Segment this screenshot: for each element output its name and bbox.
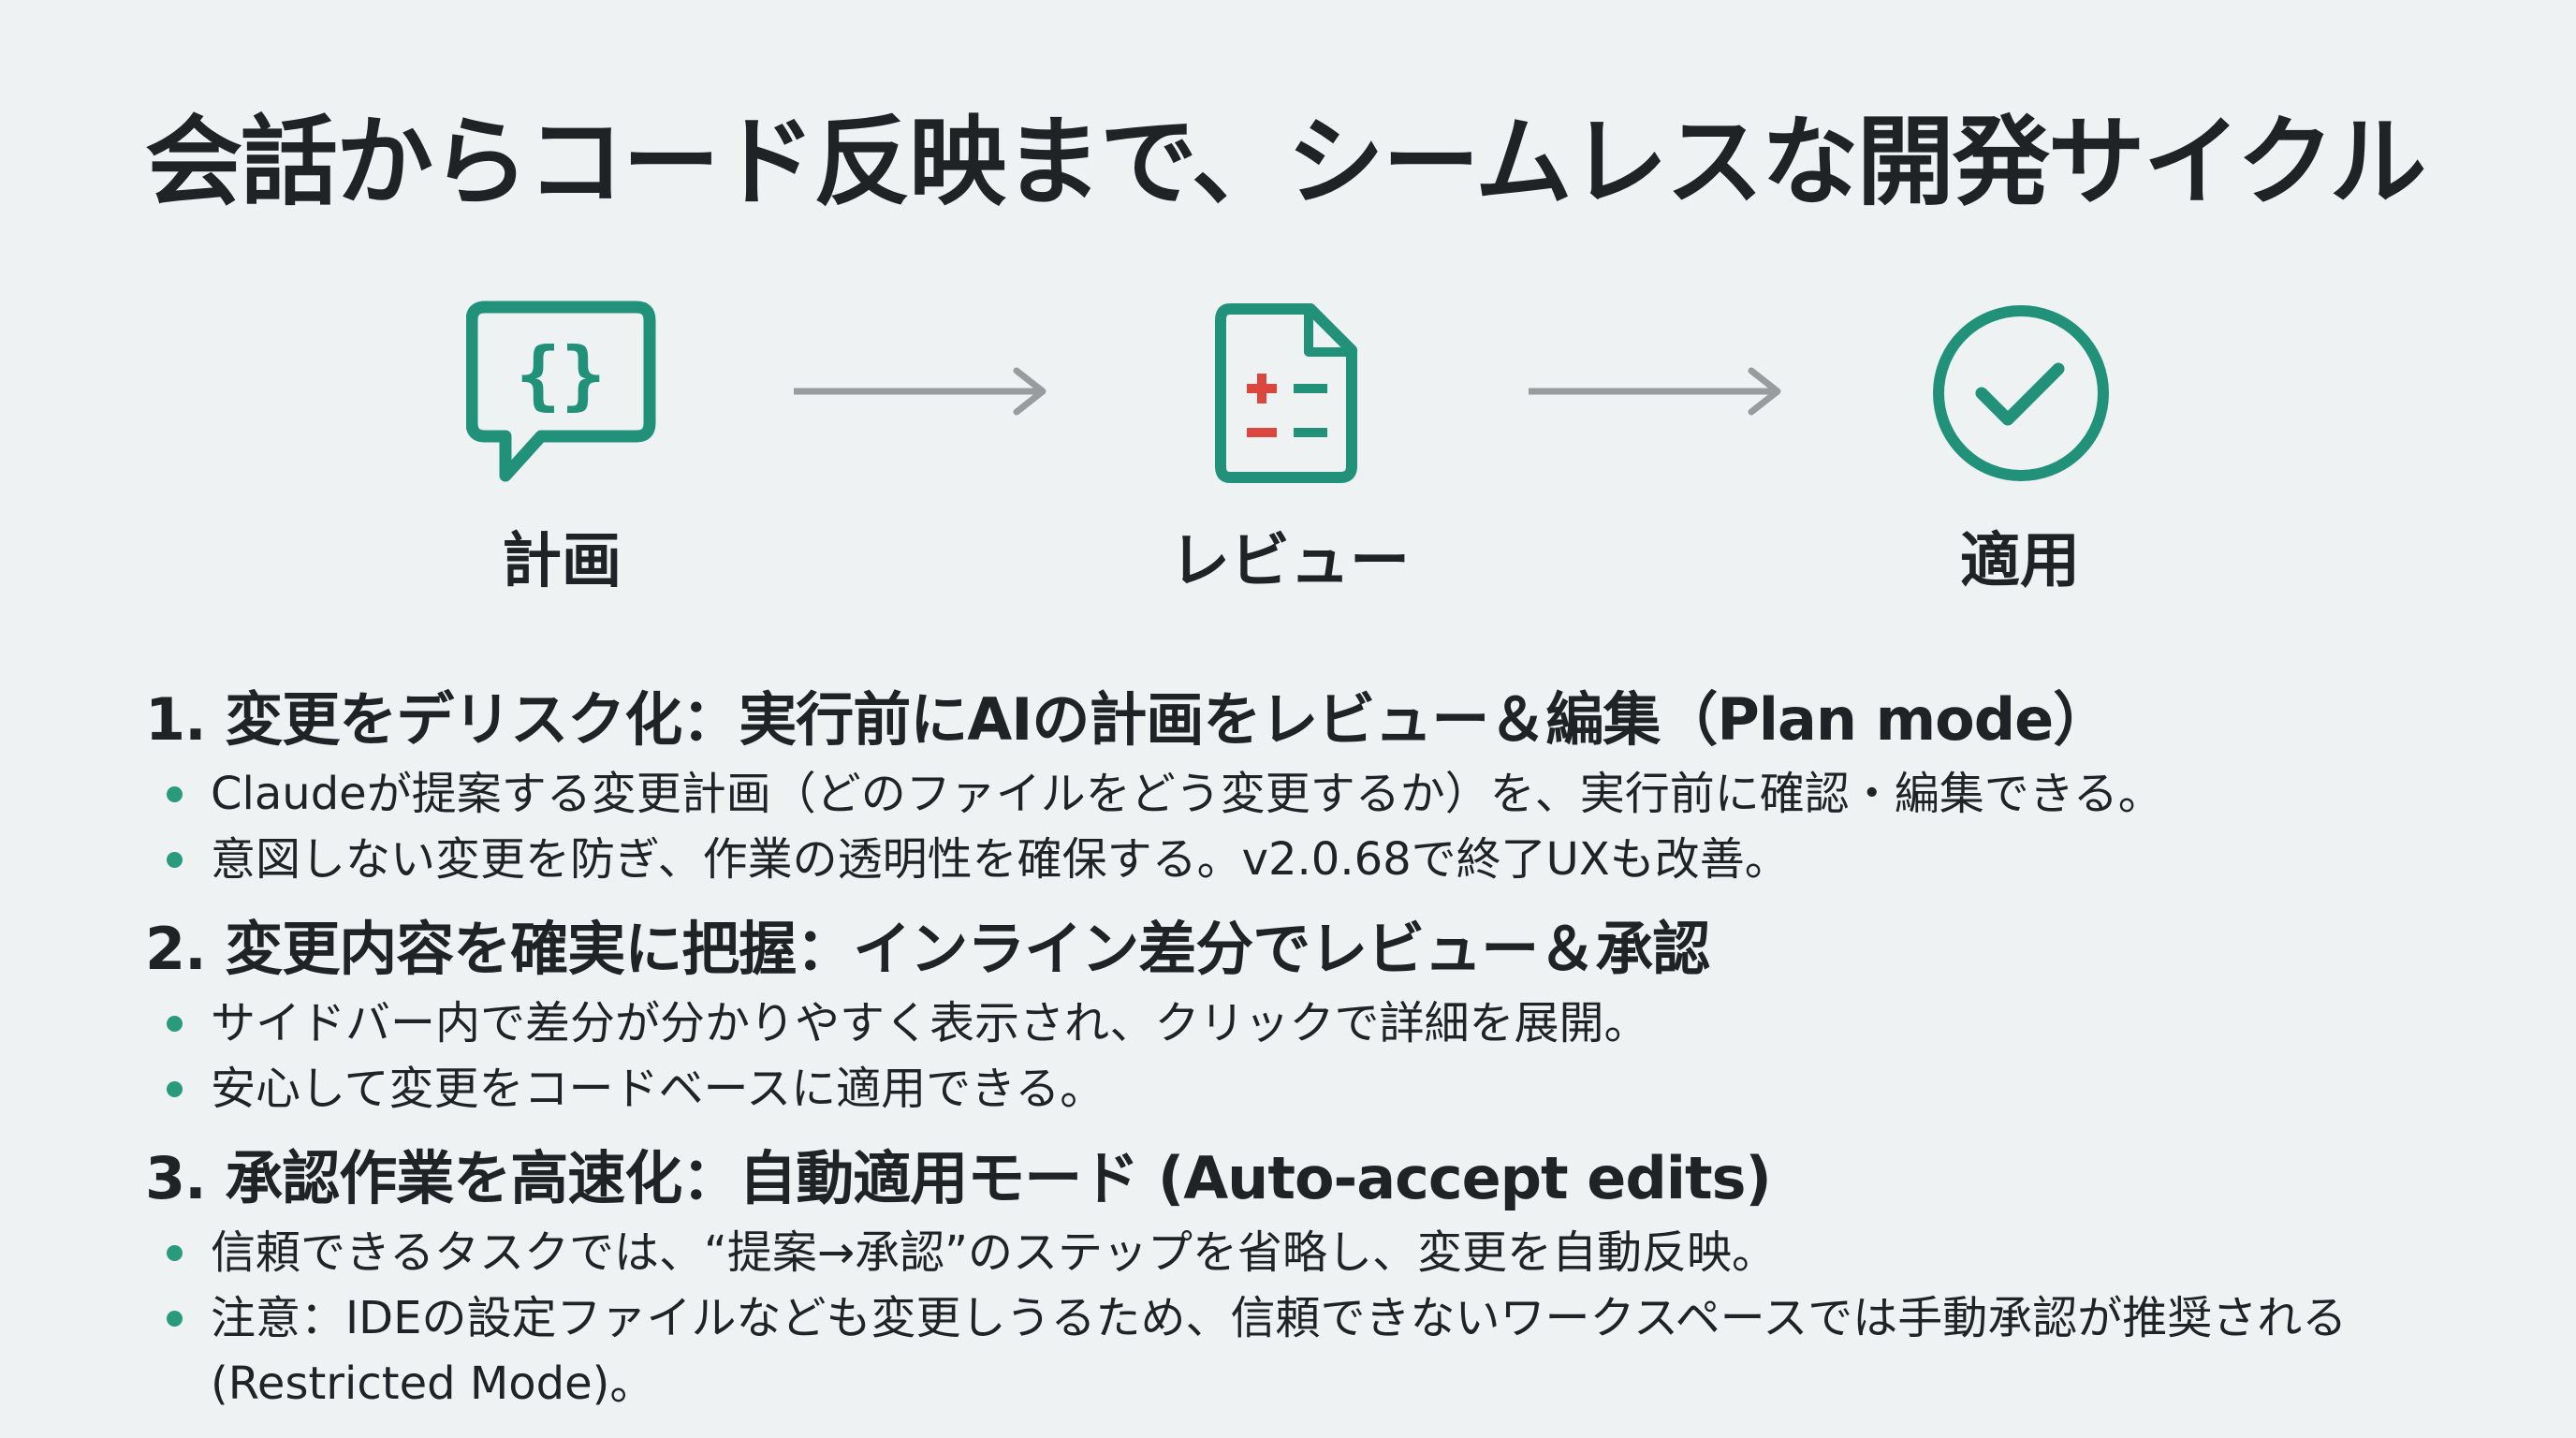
section-heading: 2. 変更内容を確実に把握：インライン差分でレビュー＆承認 bbox=[145, 915, 1710, 983]
step-label-plan: 計画 bbox=[502, 527, 622, 596]
bullet-list: サイドバー内で差分が分かりやすく表示され、クリックで詳細を展開。 安心して変更を… bbox=[145, 990, 2541, 1122]
list-item: Claudeが提案する変更計画（どのファイルをどう変更するか）を、実行前に確認・… bbox=[167, 761, 2541, 827]
bullet-list: 信頼できるタスクでは、“提案→承認”のステップを省略し、変更を自動反映。 注意：… bbox=[145, 1220, 2541, 1416]
check-circle-icon bbox=[1933, 305, 2109, 481]
code-chat-bubble-icon: {} bbox=[466, 301, 656, 482]
list-item: 注意：IDEの設定ファイルなども変更しうるため、信頼できないワークスペースでは手… bbox=[167, 1285, 2541, 1351]
workflow-diagram: {} 計画 レビュー 適用 bbox=[0, 0, 2576, 655]
list-item: 意図しない変更を防ぎ、作業の透明性を確保する。v2.0.68で終了UXも改善。 bbox=[167, 827, 2541, 892]
section-plan-mode: 1. 変更をデリスク化：実行前にAIの計画をレビュー＆編集（Plan mode）… bbox=[145, 679, 2541, 908]
arrow-right-icon bbox=[1529, 367, 1781, 416]
svg-text:{}: {} bbox=[516, 331, 606, 418]
arrow-right-icon bbox=[794, 367, 1046, 416]
bullet-dot-icon bbox=[167, 1081, 183, 1097]
section-inline-diff: 2. 変更内容を確実に把握：インライン差分でレビュー＆承認 サイドバー内で差分が… bbox=[145, 908, 2541, 1137]
step-label-apply: 適用 bbox=[1960, 527, 2080, 596]
diff-document-icon bbox=[1215, 303, 1357, 483]
list-item: サイドバー内で差分が分かりやすく表示され、クリックで詳細を展開。 bbox=[167, 990, 2541, 1056]
section-heading: 1. 変更をデリスク化：実行前にAIの計画をレビュー＆編集（Plan mode） bbox=[145, 685, 2111, 754]
bullet-dot-icon bbox=[167, 852, 183, 868]
bullet-list: Claudeが提案する変更計画（どのファイルをどう変更するか）を、実行前に確認・… bbox=[145, 761, 2541, 892]
bullet-dot-icon bbox=[167, 1016, 183, 1032]
bullet-dot-icon bbox=[167, 786, 183, 802]
step-label-review: レビュー bbox=[1170, 527, 1410, 596]
feature-list: 1. 変更をデリスク化：実行前にAIの計画をレビュー＆編集（Plan mode）… bbox=[145, 679, 2541, 1416]
list-item: 信頼できるタスクでは、“提案→承認”のステップを省略し、変更を自動反映。 bbox=[167, 1220, 2541, 1285]
bullet-dot-icon bbox=[167, 1245, 183, 1261]
section-heading: 3. 承認作業を高速化：自動適用モード (Auto-accept edits) bbox=[145, 1144, 1772, 1212]
list-item-continuation: (Restricted Mode)。 bbox=[211, 1357, 655, 1410]
bullet-dot-icon bbox=[167, 1311, 183, 1327]
list-item: 安心して変更をコードベースに適用できる。 bbox=[167, 1056, 2541, 1122]
section-auto-accept: 3. 承認作業を高速化：自動適用モード (Auto-accept edits) … bbox=[145, 1137, 2541, 1416]
page-title: 会話からコード反映まで、シームレスな開発サイクル bbox=[145, 105, 2427, 219]
